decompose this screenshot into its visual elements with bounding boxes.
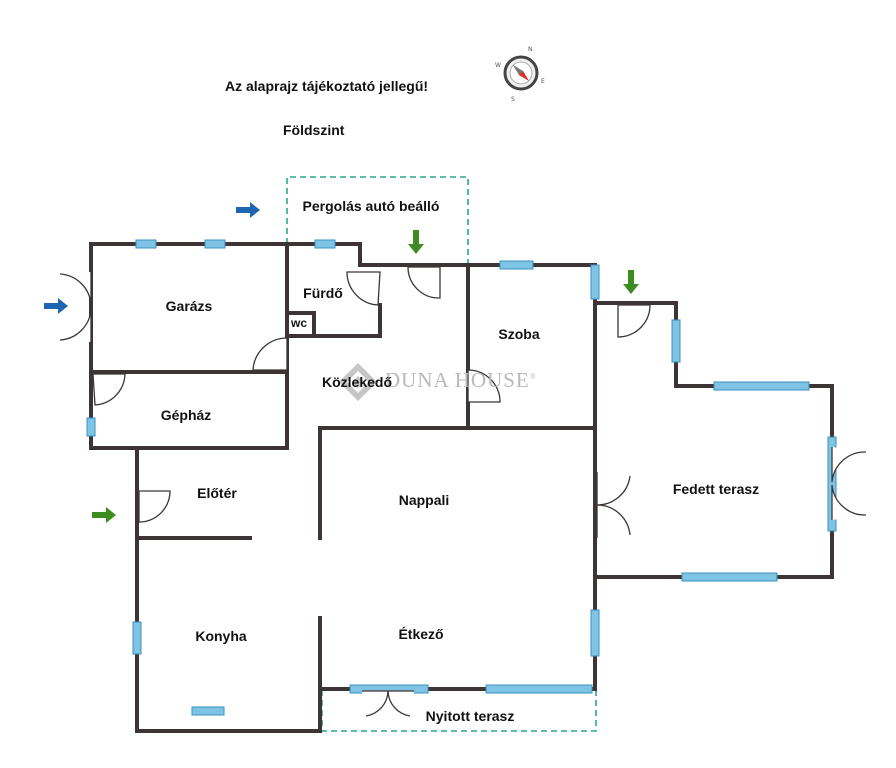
room-label-carport: Pergolás autó beálló	[302, 198, 440, 214]
room-label-corridor: Közlekedő	[321, 374, 393, 390]
door	[617, 304, 651, 338]
window	[590, 609, 600, 657]
window	[671, 319, 681, 363]
arrow-blue-icon	[236, 202, 260, 218]
window	[681, 572, 778, 582]
arrow-green-icon	[623, 270, 639, 294]
window	[827, 436, 837, 532]
disclaimer-text: Az alaprajz tájékoztató jellegű!	[225, 78, 429, 94]
room-label-machine-room: Gépház	[160, 407, 212, 423]
entrance-arrows	[44, 202, 639, 523]
svg-text:E: E	[541, 78, 545, 85]
door	[362, 690, 389, 717]
carport-outline	[286, 176, 469, 265]
window	[485, 684, 593, 694]
svg-text:W: W	[495, 62, 501, 69]
door	[596, 504, 631, 538]
room-label-wc: wc	[291, 316, 308, 330]
room-label-living-room: Nappali	[398, 492, 450, 508]
window	[590, 264, 600, 300]
door	[407, 266, 441, 299]
room-label-covered-terrace: Fedett terasz	[672, 481, 760, 497]
arrow-blue-icon	[44, 298, 68, 314]
svg-text:S: S	[511, 96, 515, 103]
window	[132, 621, 142, 655]
window	[86, 417, 96, 437]
door	[831, 447, 867, 483]
svg-text:N: N	[528, 46, 533, 53]
dashed-outlines	[286, 176, 597, 732]
compass-icon: N E S W	[495, 46, 545, 103]
room-label-kitchen: Konyha	[195, 628, 247, 644]
door	[59, 272, 92, 306]
window	[499, 260, 534, 270]
watermark-text: DUNA HOUSE®	[385, 368, 537, 393]
window	[713, 381, 810, 391]
room-label-open-terrace: Nyitott terasz	[425, 708, 515, 724]
window	[314, 239, 336, 249]
arrow-green-icon	[92, 507, 116, 523]
door	[467, 369, 501, 403]
watermark-brand: DUNA HOUSE	[385, 368, 530, 392]
door	[59, 308, 92, 342]
door	[138, 490, 171, 523]
door	[346, 271, 381, 306]
room-label-room: Szoba	[498, 326, 540, 342]
watermark-logo-icon	[339, 363, 377, 401]
room-label-hall: Előtér	[197, 485, 237, 501]
window	[191, 706, 225, 716]
room-label-dining: Étkező	[398, 626, 444, 642]
door	[252, 337, 288, 371]
windows	[86, 239, 837, 716]
watermark-registered-mark: ®	[529, 372, 537, 381]
room-label-bathroom: Fürdő	[303, 285, 343, 301]
arrow-green-icon	[408, 230, 424, 254]
door	[831, 484, 867, 520]
room-label-garage: Garázs	[165, 298, 213, 314]
door	[387, 690, 414, 717]
window	[135, 239, 157, 249]
door	[596, 472, 631, 506]
doors	[59, 266, 867, 717]
door	[92, 373, 126, 406]
window	[204, 239, 226, 249]
floor-title: Földszint	[283, 122, 345, 138]
